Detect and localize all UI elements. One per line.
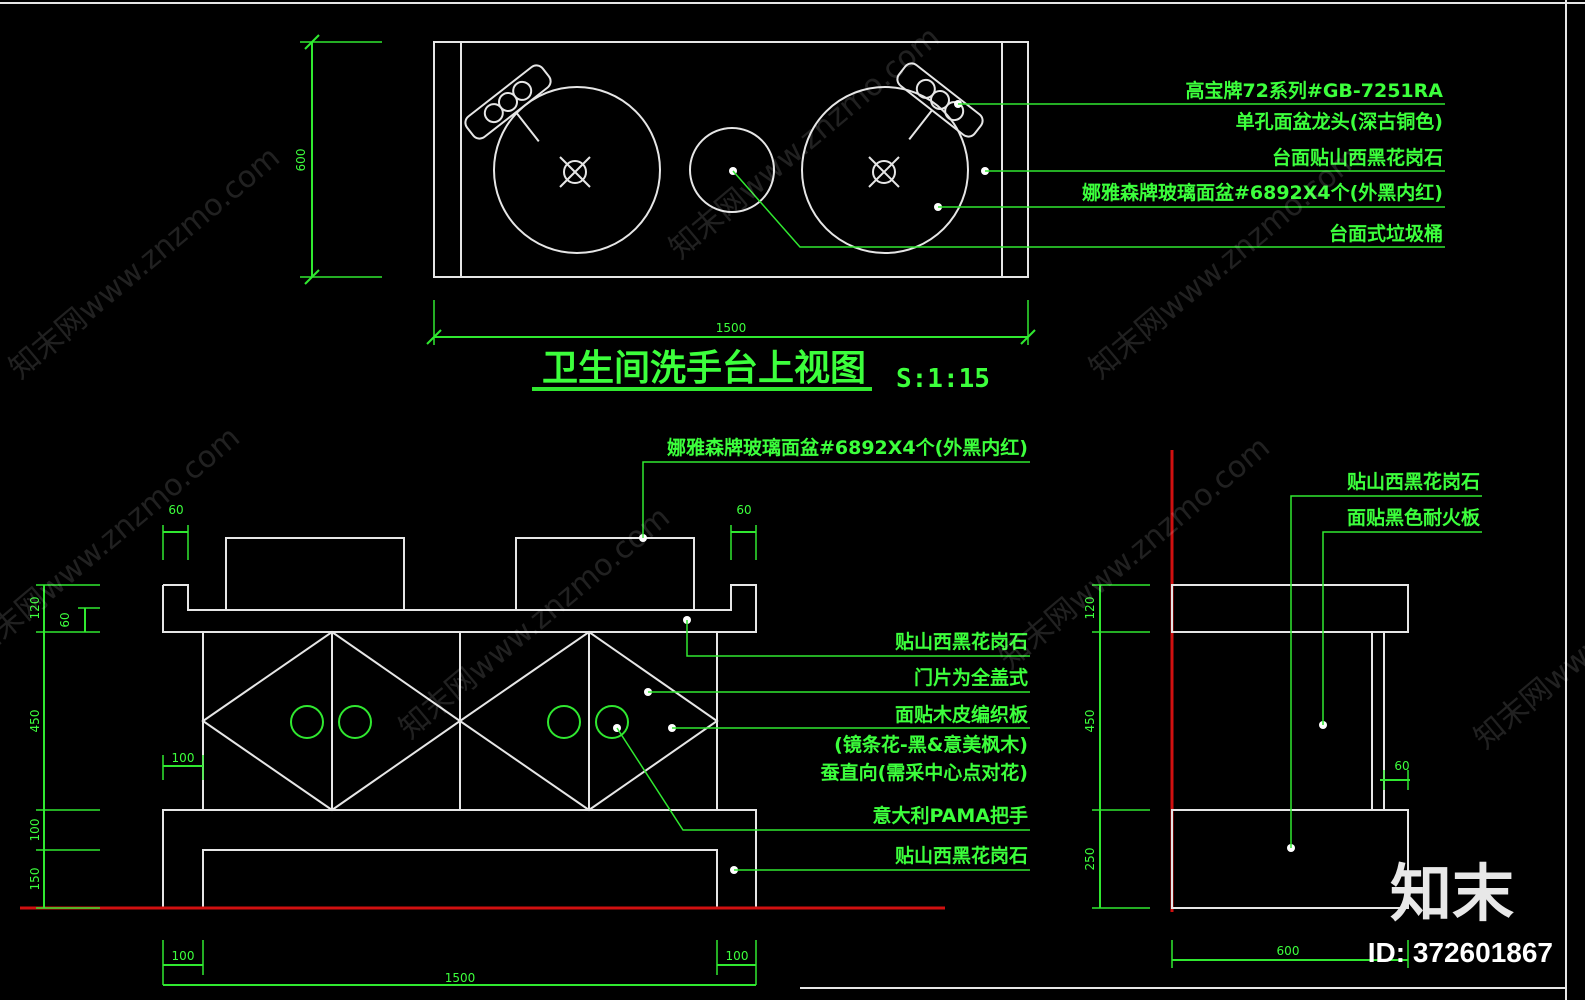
dim-left-plinth-top: 100 — [28, 819, 42, 842]
dim-bottom-total: 1500 — [445, 971, 476, 985]
callout-veneer-spec: (镜条花-黑&意美枫木) — [834, 733, 1028, 756]
side-countertop — [1171, 584, 1409, 633]
handle-icon — [547, 705, 581, 739]
side-dim-counter: 120 — [1083, 597, 1097, 620]
callout-basin-elev: 娜雅森牌玻璃面盆#6892X4个(外黑内红) — [667, 436, 1028, 459]
dim-depth: 600 — [294, 149, 308, 172]
front-elevation: 60 60 120 60 450 100 150 100 100 100 1 — [20, 436, 1030, 986]
basin-right — [801, 86, 969, 254]
callout-trash-bin: 台面式垃圾桶 — [1329, 222, 1443, 245]
callout-granite-base: 贴山西黑花岗石 — [895, 844, 1028, 867]
dim-left-cabinet: 450 — [28, 710, 42, 733]
callout-faucet-model: 高宝牌72系列#GB-7251RA — [1185, 79, 1443, 102]
side-dim-bottom: 600 — [1277, 944, 1300, 958]
image-id: ID: 372601867 — [1368, 937, 1553, 968]
drawing-title: 卫生间洗手台上视图 — [542, 348, 866, 389]
side-callout-granite: 贴山西黑花岗石 — [1347, 470, 1480, 493]
callout-door-type: 门片为全盖式 — [914, 666, 1028, 689]
side-plinth — [1171, 809, 1409, 909]
dim-bottom-left: 100 — [172, 949, 195, 963]
callout-veneer-direction: 蚕直向(需采中心点对花) — [820, 761, 1028, 784]
callout-veneer: 面贴木皮编织板 — [895, 703, 1029, 726]
basin-left — [493, 86, 661, 254]
drawing-scale: S:1:15 — [896, 364, 990, 394]
dim-left-counter: 120 — [28, 597, 42, 620]
dim-bottom-right: 100 — [726, 949, 749, 963]
handle-icon — [338, 705, 372, 739]
callout-countertop: 台面贴山西黑花岗石 — [1272, 146, 1443, 169]
side-dim-cabinet: 450 — [1083, 710, 1097, 733]
side-elevation: 120 450 250 60 600 贴山西黑花岗石 面贴黑色耐火板 — [1083, 450, 1482, 968]
brand-logo: 知末 — [1390, 857, 1514, 930]
callout-handle: 意大利PAMA把手 — [873, 804, 1029, 827]
handle-icon — [595, 705, 629, 739]
handle-icon — [290, 705, 324, 739]
side-callout-board: 面贴黑色耐火板 — [1347, 506, 1481, 529]
dim-top-left: 60 — [168, 503, 183, 517]
countertop-outline — [433, 41, 1029, 278]
drain-icon — [868, 156, 900, 188]
callout-basin: 娜雅森牌玻璃面盆#6892X4个(外黑内红) — [1082, 181, 1443, 204]
callout-granite-top: 贴山西黑花岗石 — [895, 630, 1028, 653]
dim-inner-100: 100 — [172, 751, 195, 765]
side-dim-right: 60 — [1394, 759, 1409, 773]
callout-faucet-desc: 单孔面盆龙头(深古铜色) — [1236, 110, 1443, 133]
dim-top-right: 60 — [736, 503, 751, 517]
dim-left-plinth: 150 — [28, 868, 42, 891]
top-view: 600 1500 高宝牌72系列#GB-7251RA 单孔面盆龙头(深古铜色) … — [294, 34, 1445, 394]
faucet-icon — [464, 64, 552, 143]
faucet-icon — [896, 62, 984, 141]
dim-width: 1500 — [716, 321, 747, 335]
drain-icon — [559, 156, 591, 188]
dim-left-lip: 60 — [58, 612, 72, 627]
trash-bin — [689, 127, 775, 213]
side-dim-plinth: 250 — [1083, 848, 1097, 871]
